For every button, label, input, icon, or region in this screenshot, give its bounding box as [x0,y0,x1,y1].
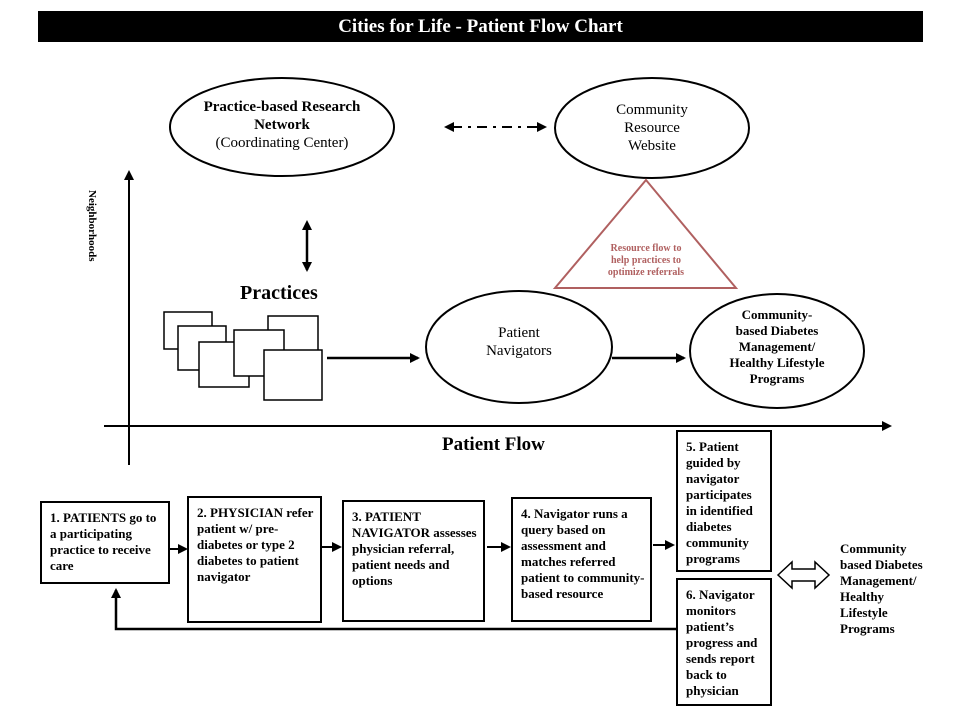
network-line2: Network [254,117,310,133]
resource-flow-line2: help practices to [611,255,681,266]
hollow-double-arrow [776,560,831,590]
website-line2: Resource [624,120,680,136]
step-2-text: 2. PHYSICIAN refer patient w/ pre-diabet… [197,505,314,584]
programs-line5: Programs [749,371,805,386]
step-3-box: 3. PATIENT NAVIGATOR assesses physician … [342,500,485,622]
website-line1: Community [616,102,688,118]
website-label: Community Resource Website [580,101,724,155]
website-line3: Website [628,138,676,154]
navigators-line2: Navigators [486,343,552,359]
bottom-programs-line4: Healthy [840,589,885,604]
navigators-line1: Patient [498,325,540,341]
bottom-programs-line3: Management/ [840,573,917,588]
step-1-box: 1. PATIENTS go to a participating practi… [40,501,170,584]
network-line3: (Coordinating Center) [215,135,349,151]
network-ellipse [169,77,395,177]
title-text: Cities for Life - Patient Flow Chart [338,15,623,37]
programs-line2: based Diabetes [735,323,819,338]
navigators-label: Patient Navigators [464,324,574,360]
bottom-programs-label: Community based Diabetes Management/ Hea… [840,541,955,637]
resource-flow-label: Resource flow to help practices to optim… [590,243,702,279]
y-axis-label-wrap: Neighborhoods [86,190,170,262]
bottom-programs-line5: Lifestyle [840,605,888,620]
step-1-text: 1. PATIENTS go to a participating practi… [50,510,157,573]
step-6-box: 6. Navigator monitors patient’s progress… [676,578,772,706]
step-5-box: 5. Patient guided by navigator participa… [676,430,772,572]
step-4-box: 4. Navigator runs a query based on asses… [511,497,652,622]
resource-flow-line1: Resource flow to [610,243,682,254]
practice-squares [163,311,323,401]
bottom-programs-line1: Community [840,541,907,556]
network-label: Practice-based Research Network (Coordin… [190,98,374,152]
step-6-text: 6. Navigator monitors patient’s progress… [686,587,758,698]
step-4-text: 4. Navigator runs a query based on asses… [521,506,645,601]
programs-line1: Community- [741,307,813,322]
programs-ellipse [689,293,865,409]
bottom-programs-line2: based Diabetes [840,557,923,572]
network-line1: Practice-based Research [203,99,361,115]
resource-flow-line3: optimize referrals [607,267,685,278]
programs-line3: Management/ [738,339,816,354]
practices-label: Practices [240,282,318,304]
website-ellipse [554,77,750,179]
resource-flow-triangle [552,178,739,289]
step-2-box: 2. PHYSICIAN refer patient w/ pre-diabet… [187,496,322,623]
step-5-text: 5. Patient guided by navigator participa… [686,439,753,566]
programs-line4: Healthy Lifestyle [729,355,825,370]
programs-label: Community- based Diabetes Management/ He… [712,307,842,387]
y-axis-label: Neighborhoods [86,190,98,262]
x-axis-label: Patient Flow [442,434,545,455]
return-arrow [111,588,676,631]
navigators-ellipse [425,290,613,404]
bottom-programs-line6: Programs [840,621,895,636]
step-3-text: 3. PATIENT NAVIGATOR assesses physician … [352,509,477,588]
page-title: Cities for Life - Patient Flow Chart [38,11,923,42]
